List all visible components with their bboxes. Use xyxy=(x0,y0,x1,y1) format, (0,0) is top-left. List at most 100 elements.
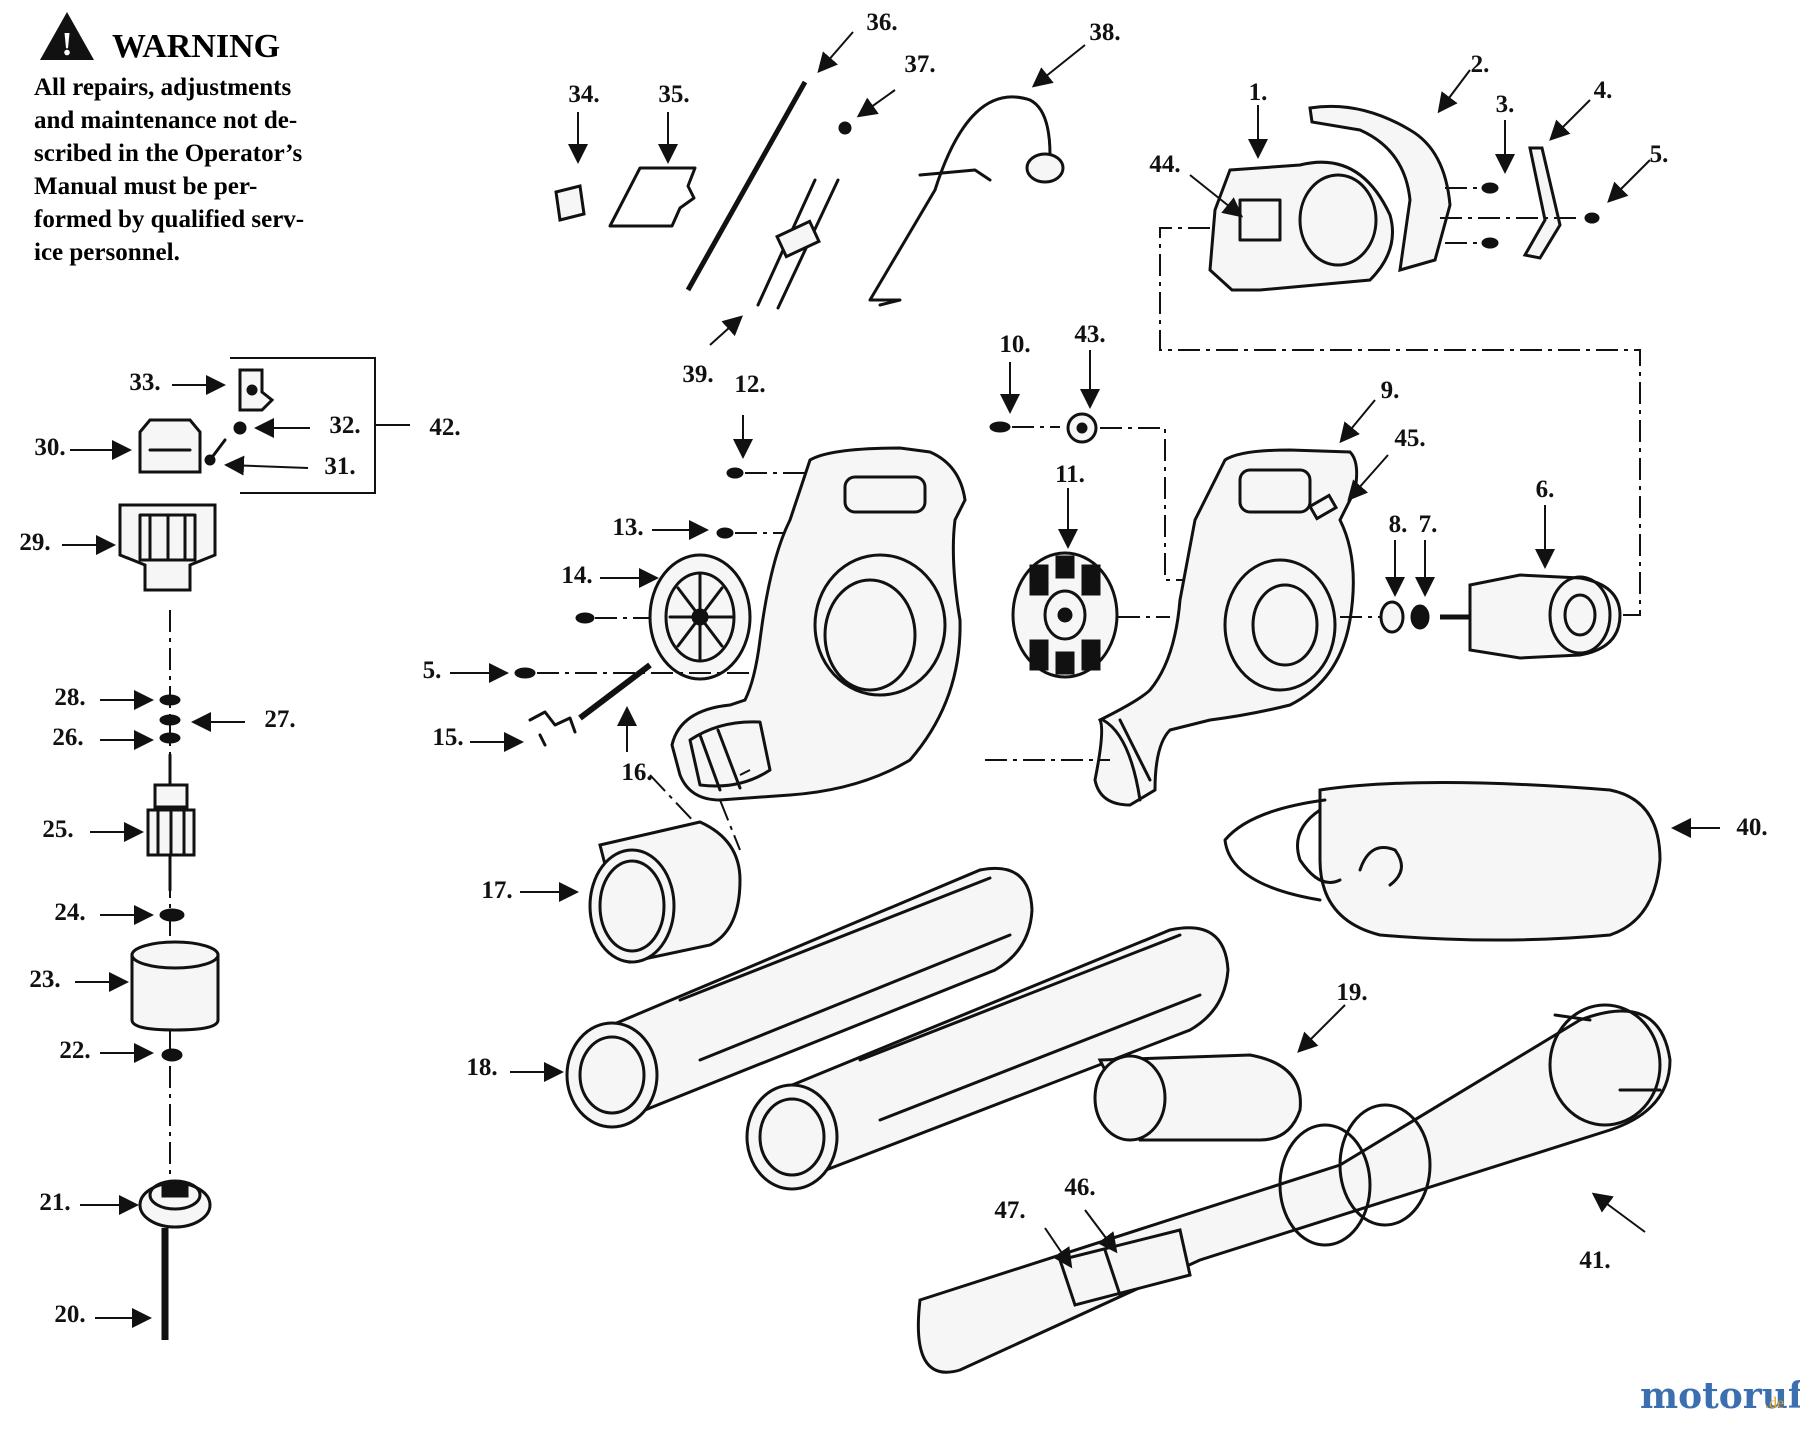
watermark[interactable]: motoruf .de xyxy=(1640,1375,1800,1417)
part-6-motor xyxy=(1440,573,1622,660)
left-housing-half xyxy=(670,446,967,802)
watermark-suffix: .de xyxy=(1765,1395,1784,1412)
callout-31: 31. xyxy=(324,453,355,480)
warning-title: WARNING xyxy=(112,28,280,65)
callout-20: 20. xyxy=(54,1301,85,1328)
part-23-cup xyxy=(130,940,220,1032)
warning-line: and maintenance not de- xyxy=(34,107,297,134)
part-33-connector xyxy=(238,368,275,412)
callout-9: 9. xyxy=(1381,377,1400,404)
callout-18: 18. xyxy=(466,1054,497,1081)
callout-38: 38. xyxy=(1089,19,1120,46)
part-39-switch xyxy=(756,178,840,310)
callout-2: 2. xyxy=(1471,51,1490,78)
part-14-fan-cover xyxy=(648,553,752,681)
watermark-logo[interactable]: motoruf xyxy=(1640,1375,1800,1417)
part-3-screw xyxy=(1481,237,1499,249)
part-41-long-tube xyxy=(916,1003,1672,1374)
callout-33: 33. xyxy=(129,369,160,396)
warning-line: scribed in the Operator’s xyxy=(34,140,303,167)
warning-exclamation-icon: ! xyxy=(61,26,72,63)
part-34-clip xyxy=(554,184,586,222)
callout-25: 25. xyxy=(42,816,73,843)
part-35-plate xyxy=(608,166,697,228)
callout-47: 47. xyxy=(994,1197,1025,1224)
callout-44: 44. xyxy=(1149,151,1180,178)
callout-45: 45. xyxy=(1394,425,1425,452)
callout-24: 24. xyxy=(54,899,85,926)
callout-46: 46. xyxy=(1064,1174,1095,1201)
part-14-screw xyxy=(575,612,595,624)
part-44-handle-housing xyxy=(1208,160,1394,292)
part-17-coupler xyxy=(588,820,742,964)
callout-8: 8. xyxy=(1389,511,1408,538)
callout-37: 37. xyxy=(904,51,935,78)
part-19-nozzle xyxy=(1093,1053,1302,1142)
part-21-spool xyxy=(138,1179,212,1229)
callout-1: 1. xyxy=(1249,79,1268,106)
warning-line: formed by qualified serv- xyxy=(34,206,304,233)
part-11-fan xyxy=(1011,551,1119,679)
part-3-screw xyxy=(1481,182,1499,194)
callout-6: 6. xyxy=(1536,476,1555,503)
callout-32: 32. xyxy=(329,412,360,439)
leader-arrows xyxy=(62,31,1720,1328)
callout-12: 12. xyxy=(734,371,765,398)
tubes-and-bag-group xyxy=(565,781,1672,1374)
part-32-31-pins xyxy=(204,421,247,466)
part-22-washer xyxy=(161,1048,183,1062)
callout-29: 29. xyxy=(19,529,50,556)
part-5-screw xyxy=(514,667,536,679)
part-13-screw xyxy=(716,527,734,539)
part-29-housing xyxy=(118,503,217,592)
part-18-tube xyxy=(565,866,1034,1129)
part-16-spring xyxy=(578,662,652,721)
part-15-latch xyxy=(528,710,577,747)
warning-line: All repairs, adjustments xyxy=(34,74,291,101)
callout-39: 39. xyxy=(682,361,713,388)
part-38-power-cord xyxy=(868,95,1065,307)
callout-27: 27. xyxy=(264,706,295,733)
part-12-screw xyxy=(726,467,744,479)
top-small-parts xyxy=(554,80,1065,310)
callout-11: 11. xyxy=(1055,461,1085,488)
wiring-path xyxy=(1159,227,1641,616)
part-37-screw xyxy=(838,121,852,135)
callout-30: 30. xyxy=(34,434,65,461)
part-24-washer xyxy=(159,908,185,922)
callout-13: 13. xyxy=(612,514,643,541)
callout-5-lower: 5. xyxy=(423,657,442,684)
callout-23: 23. xyxy=(29,966,60,993)
part-10-screw xyxy=(989,421,1011,433)
warning-line: ice personnel. xyxy=(34,239,180,266)
callout-3: 3. xyxy=(1496,91,1515,118)
callout-28: 28. xyxy=(54,684,85,711)
callout-15: 15. xyxy=(432,724,463,751)
warning-block: ! WARNING All repairs, adjustments and m… xyxy=(34,12,304,266)
callout-42: 42. xyxy=(429,414,460,441)
callout-17: 17. xyxy=(481,877,512,904)
callout-5: 5. xyxy=(1650,141,1669,168)
part-8-washer xyxy=(1379,600,1405,634)
warning-line: Manual must be per- xyxy=(34,173,257,200)
part-47-label xyxy=(1058,1228,1192,1307)
callout-19: 19. xyxy=(1336,979,1367,1006)
part-36-strap xyxy=(685,80,808,292)
callout-41: 41. xyxy=(1579,1247,1610,1274)
callout-14: 14. xyxy=(561,562,592,589)
callout-16: 16. xyxy=(621,759,652,786)
part-7-washer xyxy=(1410,604,1430,630)
part-18-tube-second xyxy=(745,926,1230,1191)
warning-triangle-icon xyxy=(40,12,94,60)
callout-7: 7. xyxy=(1419,511,1438,538)
part-25-armature xyxy=(146,753,196,892)
callout-26: 26. xyxy=(52,724,83,751)
callout-4: 4. xyxy=(1594,77,1613,104)
part-2-trigger xyxy=(1308,104,1452,273)
callout-43: 43. xyxy=(1074,321,1105,348)
parts-28-26-washers xyxy=(159,694,181,744)
part-45-switch xyxy=(1307,493,1339,521)
callout-21: 21. xyxy=(39,1189,70,1216)
